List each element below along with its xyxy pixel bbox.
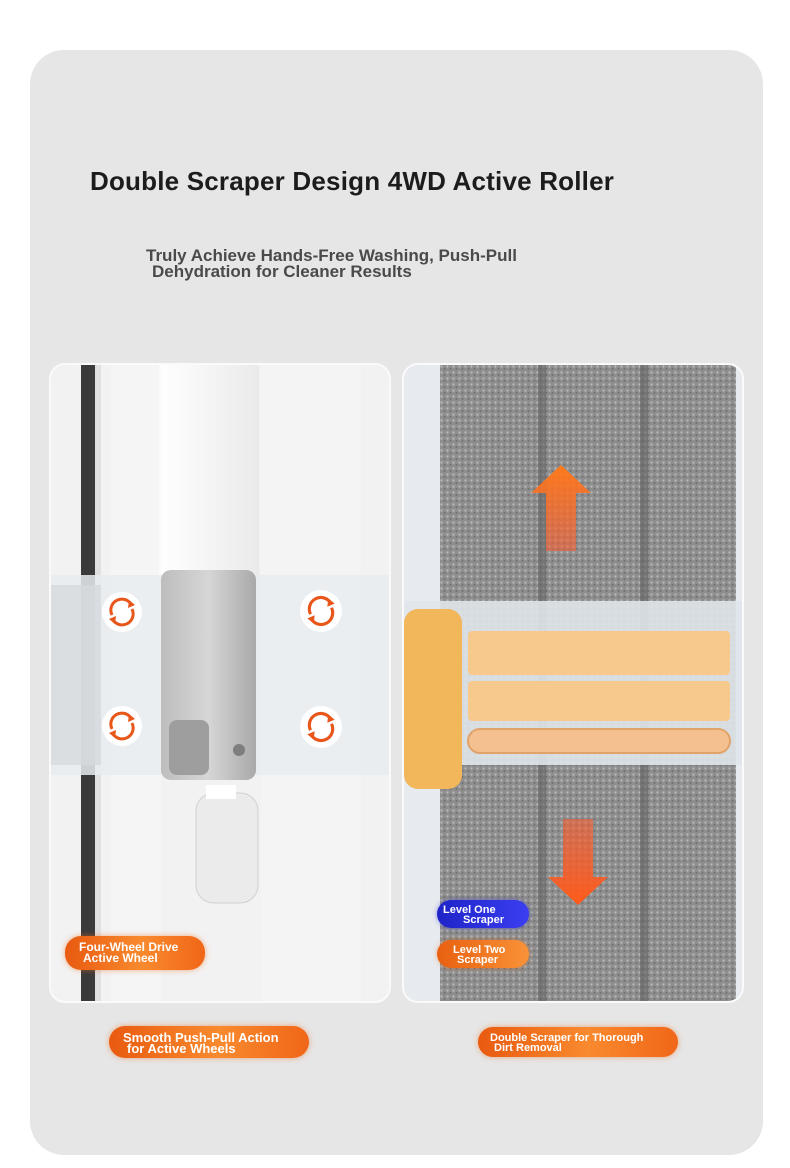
scraper-side-cap <box>404 609 462 789</box>
right-caption: Double Scraper for Thorough Dirt Removal <box>478 1027 678 1057</box>
rotation-arrows-icon <box>102 706 142 746</box>
wheel-drive-illustration <box>51 365 389 1001</box>
level-two-scraper-label: Level Two Scraper <box>437 940 529 968</box>
scraper-grille <box>467 728 731 754</box>
double-scraper-illustration <box>404 365 742 1001</box>
rotation-arrows-icon <box>300 590 342 632</box>
subtitle-line-1: Truly Achieve Hands-Free Washing, Push-P… <box>146 246 517 265</box>
level-one-scraper-bar <box>468 631 730 675</box>
mop-pole <box>159 365 259 575</box>
level-two-scraper-bar <box>468 681 730 721</box>
subtitle-line-2: Dehydration for Cleaner Results <box>152 262 412 281</box>
arrow-up-icon <box>531 465 591 551</box>
left-caption: Smooth Push-Pull Action for Active Wheel… <box>109 1026 309 1058</box>
double-scraper-panel: Level One Scraper Level Two Scraper <box>402 363 744 1003</box>
level-one-scraper-label: Level One Scraper <box>437 900 529 928</box>
page-subtitle: Truly Achieve Hands-Free Washing, Push-P… <box>146 246 517 281</box>
wheel-drive-panel: Four-Wheel Drive Active Wheel <box>49 363 391 1003</box>
page-title: Double Scraper Design 4WD Active Roller <box>90 166 615 196</box>
rotation-arrows-icon <box>102 592 142 632</box>
rotation-arrows-icon <box>300 706 342 748</box>
arrow-down-icon <box>548 819 608 905</box>
wheel-drive-label: Four-Wheel Drive Active Wheel <box>65 936 205 970</box>
